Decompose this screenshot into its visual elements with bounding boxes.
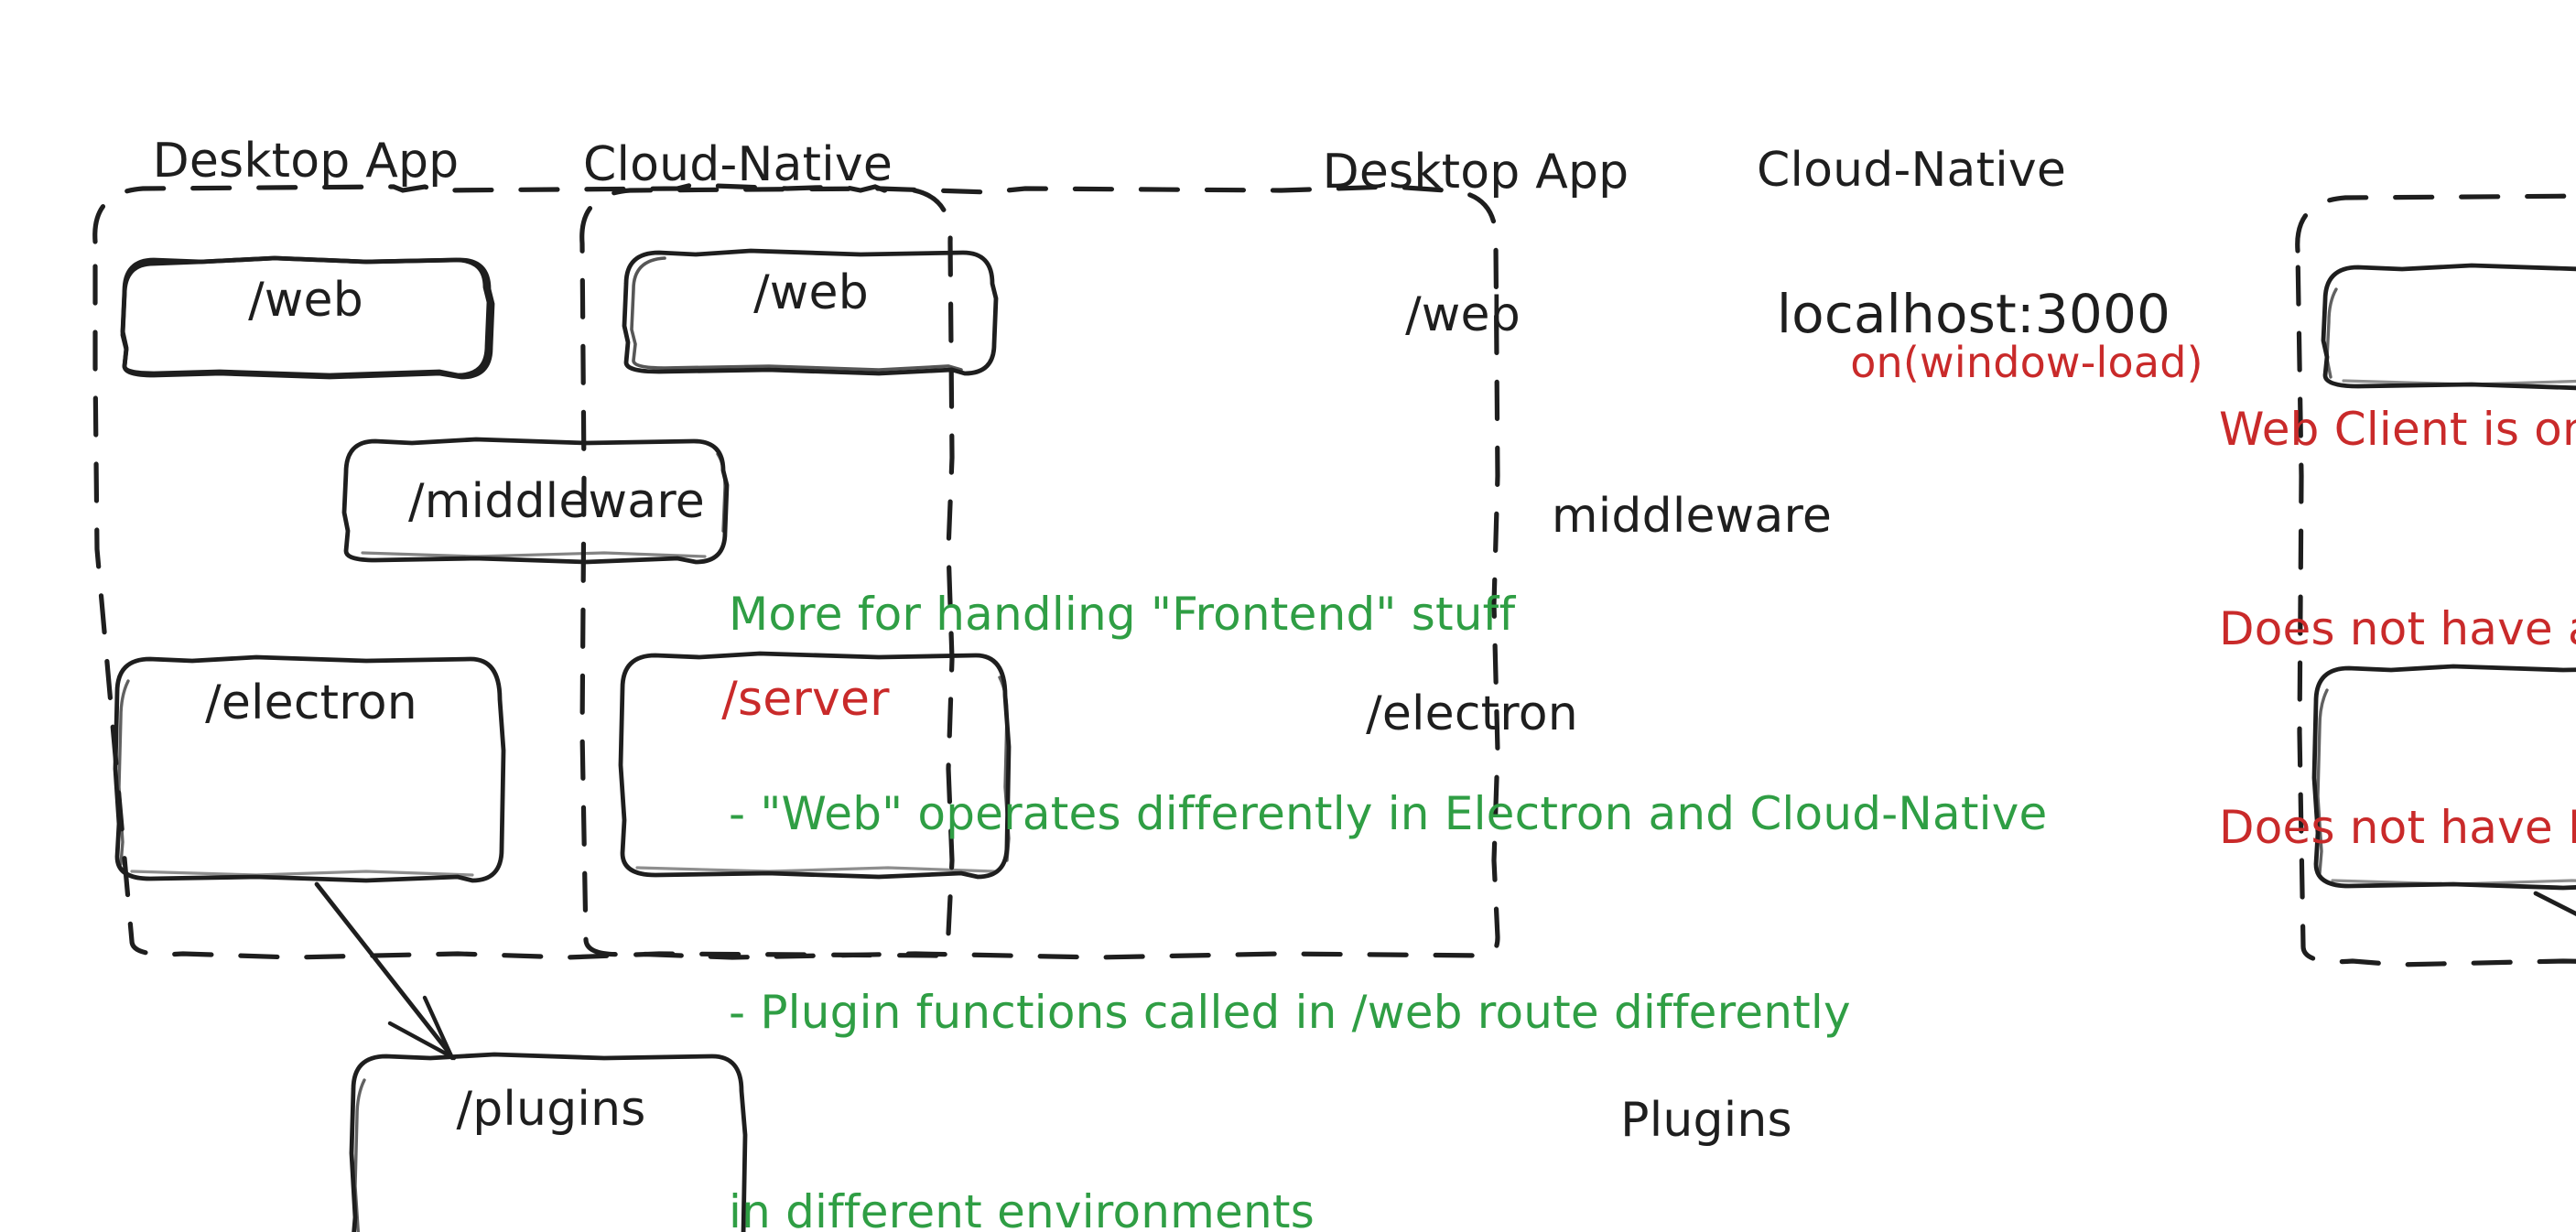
annotation-green-line-4: in different environments <box>729 1184 1315 1232</box>
node-left-plugins[interactable] <box>349 1052 748 1232</box>
node-label-left-cloud-web: /web <box>753 265 869 320</box>
group-title-left-desktop-app: Desktop App <box>152 134 460 189</box>
group-title-left-cloud-native: Cloud-Native <box>582 137 893 192</box>
annotation-green-note: More for handling "Frontend" stuff - "We… <box>729 448 2047 1232</box>
node-left-server[interactable] <box>618 651 1012 880</box>
node-label-left-server: /server <box>721 672 890 727</box>
group-title-right-cloud-native: Cloud-Native <box>1756 143 2067 198</box>
node-right-desktop-web[interactable] <box>2321 263 2576 391</box>
node-right-electron[interactable] <box>2311 664 2576 891</box>
annotation-green-line-2: - "Web" operates differently in Electron… <box>729 786 2048 840</box>
group-left-cloud-native <box>579 184 1500 960</box>
node-left-electron[interactable] <box>113 654 506 883</box>
group-title-right-desktop-app: Desktop App <box>1322 145 1629 200</box>
annotation-green-line-1: More for handling "Frontend" stuff <box>729 588 1516 641</box>
annotation-red-note: Web Client is on a different Chromium wi… <box>2219 264 2576 994</box>
node-left-desktop-web[interactable] <box>120 255 495 380</box>
arrow-left-electron-to-plugins <box>314 881 457 1061</box>
node-label-left-middleware: /middleware <box>408 474 705 529</box>
node-label-right-desktop-web: /web <box>1405 287 1521 342</box>
node-label-right-electron: /electron <box>1366 686 1578 741</box>
group-right-desktop-app <box>2295 193 2576 967</box>
group-left-desktop-app <box>92 182 955 960</box>
node-label-right-plugins: Plugins <box>1620 1093 1792 1148</box>
annotation-red-line-3: Does not have IPC handler <box>2219 801 2576 854</box>
node-sublabel-right-localhost-on-window-load: on(window-load) <box>1850 338 2203 387</box>
annotation-red-line-1: Web Client is on a different Chromium wi… <box>2219 403 2576 456</box>
annotation-green-line-3: - Plugin functions called in /web route … <box>729 986 1851 1039</box>
node-label-right-middleware: middleware <box>1551 489 1833 544</box>
annotation-red-line-2: Does not have all the Electron handlers <box>2219 601 2576 655</box>
node-label-left-electron: /electron <box>205 675 417 730</box>
node-label-left-plugins: /plugins <box>456 1082 646 1137</box>
node-label-right-localhost: localhost:3000 <box>1776 283 2171 345</box>
node-left-cloud-web[interactable] <box>622 248 999 376</box>
node-left-middleware[interactable] <box>341 437 730 565</box>
node-label-left-desktop-web: /web <box>248 273 363 328</box>
